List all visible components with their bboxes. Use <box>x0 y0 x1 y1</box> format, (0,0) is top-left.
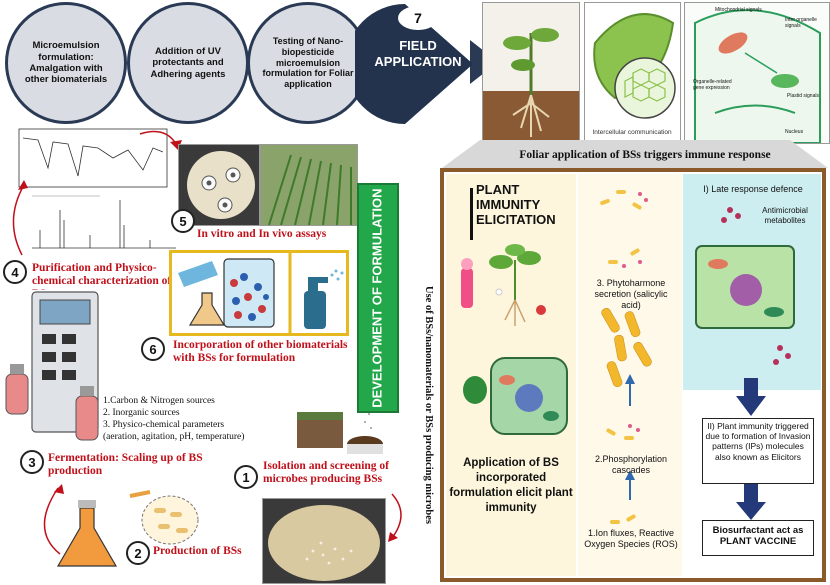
petri-dish-photo <box>178 144 260 226</box>
antimicrobial-label: Antimicrobial metabolites <box>762 206 808 225</box>
red-curve-arrows-top <box>12 130 182 256</box>
step-3-label: Fermentation: Scaling up of BS productio… <box>48 452 203 478</box>
vaccine-box: Biosurfactant act as PLANT VACCINE <box>702 520 814 556</box>
dev-formulation-panel: DEVELOPMENT OF FORMULATION <box>357 183 399 413</box>
colony-plate-icon <box>268 505 380 581</box>
step-1-label: Isolation and screening of microbes prod… <box>263 460 389 486</box>
red-arrow-step1 <box>388 493 402 542</box>
phosphorylation-label: 2.Phosphorylation cascades <box>594 454 668 475</box>
cell-signaling-image: Mitochondrial signals Inter organelle si… <box>684 2 830 144</box>
strawberry-plant-area <box>461 244 568 435</box>
plant-cell-defense-area <box>695 207 795 365</box>
petri-dish-icon <box>187 151 255 219</box>
immunity-triggered-label: II) Plant immunity triggered due to form… <box>705 421 811 462</box>
greenhouse-photo <box>260 144 358 226</box>
step-5-badge: 5 <box>171 209 195 233</box>
step-2-badge: 2 <box>126 541 150 565</box>
phytohormone-label: 3. Phytoharmone secretion (salicylic aci… <box>594 278 668 310</box>
fermentation-params-list: 1.Carbon & Nitrogen sources 2. Inorganic… <box>103 396 323 444</box>
cell-signaling-diagram <box>694 9 821 143</box>
organelle-gene-label: Organelle-related gene expression <box>693 79 732 91</box>
field-number-badge: 7 <box>398 6 438 30</box>
down-arrow-1 <box>736 378 766 416</box>
lab-glassware-icon <box>178 253 344 333</box>
step-testing-circle: Testing of Nano-biopesticide microemulsi… <box>247 2 369 124</box>
foliar-band <box>442 140 828 168</box>
step-6-label: Incorporation of other biomaterials with… <box>173 339 348 365</box>
step-6-badge: 6 <box>141 337 165 361</box>
step-microemulsion-label: Microemulsion formulation: Amalgation wi… <box>24 40 108 86</box>
immunity-triggered-box: II) Plant immunity triggered due to form… <box>702 418 814 484</box>
plant-root-image <box>482 2 580 144</box>
nmr-spectrum-plot <box>32 195 176 249</box>
late-response-label: I) Late response defence <box>703 184 803 194</box>
plant-seedling-icon <box>483 28 579 143</box>
step-uv-protectants-label: Addition of UV protectants and Adhering … <box>150 45 226 80</box>
soil-sample-icon <box>297 405 383 454</box>
leaf-cells-image: Intercellular communication <box>584 2 681 144</box>
step-3-badge: 3 <box>20 450 44 474</box>
nucleus-label: Nucleus <box>785 129 804 135</box>
signaling-cascade-area <box>600 190 652 524</box>
step-uv-protectants-circle: Addition of UV protectants and Adhering … <box>127 2 249 124</box>
plastid-label: Plastid signals <box>787 93 819 99</box>
mito-label: Mitochondrial signals <box>715 7 762 13</box>
step-2-label: Production of BSs <box>153 545 242 557</box>
nmr-spectrum <box>30 190 178 252</box>
step-1-badge: 1 <box>234 465 258 489</box>
immunity-title: PLANT IMMUNITY ELICITATION <box>476 182 556 227</box>
step-testing-label: Testing of Nano-biopesticide microemulsi… <box>262 36 354 90</box>
bioreactor-image <box>2 290 102 452</box>
step-microemulsion-circle: Microemulsion formulation: Amalgation wi… <box>5 2 127 124</box>
use-of-bss-label: Use of BSs/nanomaterials or BSs producin… <box>423 285 434 525</box>
greenhouse-plants-icon <box>261 145 357 225</box>
application-label: Application of BS incorporated formulati… <box>449 457 573 514</box>
ftir-spectrum <box>18 128 168 188</box>
param-inorganic: 2. Inorganic sources <box>103 407 180 418</box>
field-application-shape <box>355 4 473 124</box>
foliar-caption: Foliar application of BSs triggers immun… <box>519 149 771 161</box>
formulation-items-box <box>169 250 349 336</box>
ftir-spectrum-plot <box>18 128 168 188</box>
down-arrow-2 <box>736 484 766 520</box>
vaccine-label: Biosurfactant act as PLANT VACCINE <box>712 525 804 548</box>
ion-fluxes-label: 1.Ion fluxes, Reactive Oxygen Species (R… <box>584 528 678 549</box>
title-bar <box>470 188 473 240</box>
bioreactor-icon <box>5 291 99 441</box>
field-application-label: FIELD APPLICATION <box>374 38 462 70</box>
colony-plate-photo <box>262 498 386 584</box>
inter-organelle-label: Inter organelle signals <box>785 17 817 29</box>
param-physico-chemical: 3. Physico-chemical parameters <box>103 419 225 430</box>
step-4-badge: 4 <box>3 260 27 284</box>
flask-production-area <box>43 484 199 567</box>
leaf-cell-icon <box>593 13 676 119</box>
step-5-label: In vitro and In vivo assays <box>197 228 327 240</box>
intercellular-label: Intercellular communication <box>592 129 672 136</box>
param-carbon-nitrogen: 1.Carbon & Nitrogen sources <box>103 396 215 406</box>
param-conditions: (aeration, agitation, pH, temperature) <box>103 431 245 442</box>
